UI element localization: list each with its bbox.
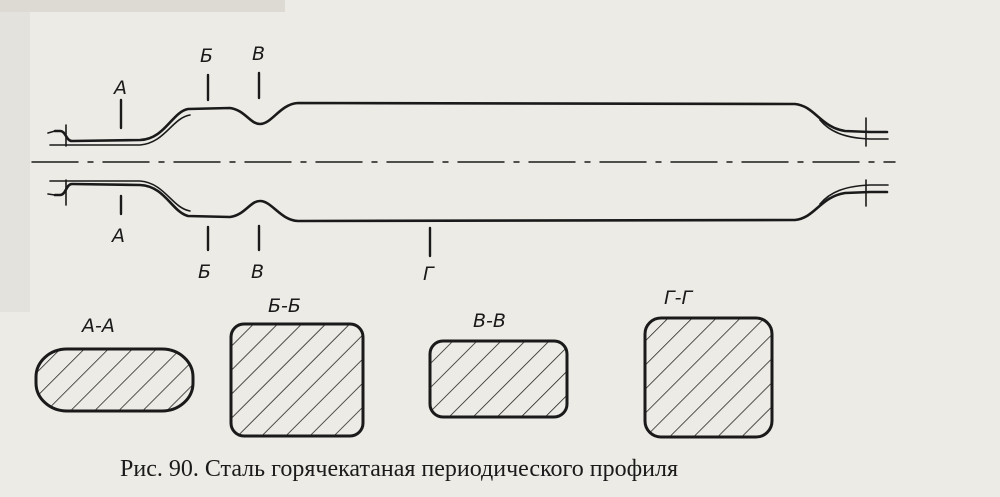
section-label-a: А-А (80, 315, 115, 337)
section-label-v: В-В (473, 310, 506, 332)
section-label-g: Г-Г (664, 287, 693, 309)
scan-margin-shadow (0, 12, 30, 312)
cut-label-b-bottom: Б (198, 261, 211, 283)
section-shape-g (643, 316, 774, 439)
scan-strip (0, 0, 285, 12)
bar-outline-bottom (53, 182, 889, 223)
bar-outline-bottom-inner (49, 180, 889, 212)
cut-label-v-top: В (252, 43, 265, 65)
section-shape-b (229, 322, 365, 438)
bar-left-end (47, 124, 67, 206)
cut-label-a-top: А (112, 77, 127, 99)
bar-outline-top (53, 101, 889, 143)
cut-label-g-bottom: Г (423, 263, 435, 285)
cut-label-a-bottom: А (110, 225, 125, 247)
section-shape-v (428, 339, 569, 419)
section-label-b: Б-Б (268, 295, 301, 317)
bar-outline-top-inner (49, 114, 889, 146)
cut-label-b-top: Б (200, 45, 213, 67)
cut-label-v-bottom: В (251, 261, 264, 283)
section-shape-a (34, 347, 195, 413)
figure-caption: Рис. 90. Сталь горячекатаная периодическ… (120, 456, 678, 482)
